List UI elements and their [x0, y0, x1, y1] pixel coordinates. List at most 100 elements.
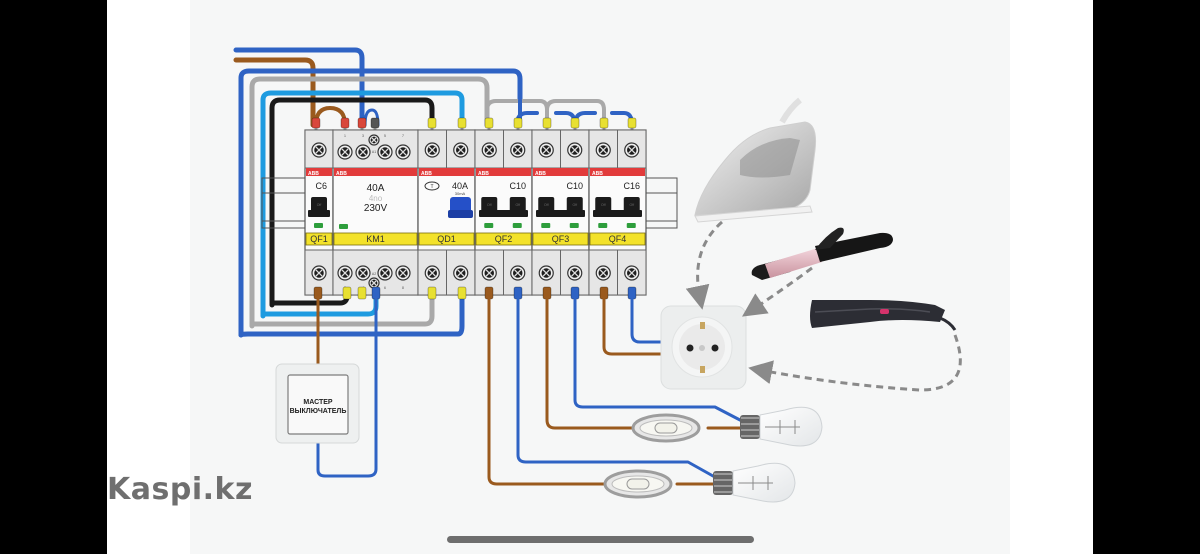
- din-panel: ABBQF1C6OffABBKM140A4no230V13A15724A268A…: [261, 129, 678, 296]
- module-km1[interactable]: ABBKM140A4no230V13A15724A268: [332, 129, 419, 296]
- brand-label: ABB: [421, 171, 432, 177]
- wire-blue-loop: [238, 68, 523, 338]
- wire-qf2-brown-lamp2: [487, 293, 606, 486]
- light-switch-1[interactable]: [631, 413, 701, 443]
- terminal-screw-icon[interactable]: [510, 142, 526, 158]
- terminal-screw-icon[interactable]: [424, 265, 440, 281]
- brand-label: ABB: [592, 171, 603, 177]
- outgoing-wires: [316, 293, 742, 486]
- terminal-screw-icon[interactable]: [595, 142, 611, 158]
- breaker-toggle[interactable]: Off: [595, 197, 612, 213]
- terminal-screw-icon[interactable]: [424, 142, 440, 158]
- terminal-screw-icon[interactable]: [538, 142, 554, 158]
- wire-qf2-blue-lamp2: [516, 293, 715, 478]
- status-led-icon: [339, 224, 348, 229]
- terminal-screw-icon[interactable]: [595, 265, 611, 281]
- test-button[interactable]: [424, 181, 440, 191]
- toggle-state-label: Off: [629, 203, 634, 207]
- breaker-rating: C16: [623, 181, 640, 191]
- earth-clip-top-icon: [700, 322, 705, 329]
- wire-lightblue-loop: [260, 90, 465, 319]
- terminal-number: 6: [384, 286, 386, 290]
- wire-black-loop: [269, 97, 435, 308]
- terminal-number: 3: [362, 134, 364, 138]
- breaker-toggle[interactable]: Off: [623, 197, 640, 213]
- breaker-toggle[interactable]: Off: [566, 197, 583, 213]
- breaker-toggle[interactable]: Off: [311, 197, 327, 213]
- terminal-screw-icon[interactable]: [311, 265, 327, 281]
- master-switch[interactable]: МАСТЕР ВЫКЛЮЧАТЕЛЬ: [275, 363, 360, 444]
- terminal-screw-icon[interactable]: [395, 144, 411, 160]
- socket-outlet[interactable]: [660, 305, 747, 390]
- toggle-state-label: Off: [487, 203, 492, 207]
- terminal-screw-icon[interactable]: [453, 142, 469, 158]
- brand-label: ABB: [308, 171, 319, 177]
- terminal-screw-icon[interactable]: [337, 265, 353, 281]
- module-id-label: QF4: [609, 234, 627, 244]
- terminal-screw-icon[interactable]: [395, 265, 411, 281]
- terminal-screw-icon[interactable]: [567, 265, 583, 281]
- terminal-screw-icon[interactable]: [355, 144, 371, 160]
- toggle-state-label: Off: [515, 203, 520, 207]
- brand-label: ABB: [478, 171, 489, 177]
- terminal-screw-icon[interactable]: [510, 265, 526, 281]
- terminal-screw-icon[interactable]: [337, 144, 353, 160]
- curling-iron-icon: [751, 227, 893, 280]
- home-indicator-bar[interactable]: [447, 536, 754, 543]
- brand-label: ABB: [336, 171, 347, 177]
- terminal-number: 1: [344, 134, 346, 138]
- earth-clip-bottom-icon: [700, 366, 705, 373]
- breaker-toggle[interactable]: Off: [538, 197, 555, 213]
- module-id-label: QD1: [437, 234, 456, 244]
- wire-qf4-blue-socket: [630, 293, 664, 344]
- module-id-label: QF1: [310, 234, 328, 244]
- wire-qf3-brown-lamp1: [545, 293, 634, 430]
- terminal-screw-icon[interactable]: [377, 265, 393, 281]
- breaker-toggle[interactable]: Off: [481, 197, 498, 213]
- breaker-toggle[interactable]: Off: [509, 197, 526, 213]
- wire-neutral-blue-outer: [233, 47, 365, 128]
- terminal-screw-icon[interactable]: [624, 142, 640, 158]
- hair-straightener-icon: [810, 300, 957, 331]
- breaker-rating: C6: [315, 181, 327, 191]
- watermark-logo: Kaspi.kz: [107, 472, 253, 507]
- breaker-rating: C10: [566, 181, 583, 191]
- wire-gray-loop: [249, 76, 490, 329]
- terminal-screw-icon[interactable]: [481, 142, 497, 158]
- toggle-state-label: Off: [544, 203, 549, 207]
- toggle-state-label: Off: [601, 203, 606, 207]
- breaker-rating: C10: [509, 181, 526, 191]
- terminal-screw-icon[interactable]: [311, 142, 327, 158]
- wire-phase-brown-in: [233, 57, 316, 128]
- terminal-screw-icon[interactable]: [377, 144, 393, 160]
- terminal-screw-icon[interactable]: [368, 134, 380, 146]
- contactor-voltage: 230V: [364, 203, 388, 214]
- wire-brown-jumper: [314, 106, 347, 127]
- terminal-screw-icon[interactable]: [567, 142, 583, 158]
- wire-ferrule-bottom: [357, 286, 367, 300]
- terminal-screw-icon[interactable]: [624, 265, 640, 281]
- contactor-rating: 40A: [367, 183, 385, 194]
- wire-master-switch-return: [316, 293, 378, 478]
- terminal-screw-icon[interactable]: [453, 265, 469, 281]
- terminal-screw-icon[interactable]: [355, 265, 371, 281]
- terminal-screw-icon[interactable]: [368, 277, 380, 289]
- wire-ferrule-bottom: [427, 286, 437, 300]
- terminal-screw-icon[interactable]: [538, 265, 554, 281]
- master-switch-label-line2: ВЫКЛЮЧАТЕЛЬ: [290, 408, 347, 415]
- contactor-contacts: 4no: [369, 194, 383, 203]
- toggle-state-label: Off: [572, 203, 577, 207]
- lamp-1: [740, 406, 823, 447]
- status-led-icon: [484, 223, 494, 228]
- terminal-screw-icon[interactable]: [481, 265, 497, 281]
- terminal-number: 5: [384, 134, 386, 138]
- light-switch-2[interactable]: [603, 469, 673, 499]
- wire-qf4-brown-socket: [602, 293, 664, 356]
- wire-qf3-blue-lamp1: [573, 293, 742, 422]
- terminal-number: 7: [402, 134, 404, 138]
